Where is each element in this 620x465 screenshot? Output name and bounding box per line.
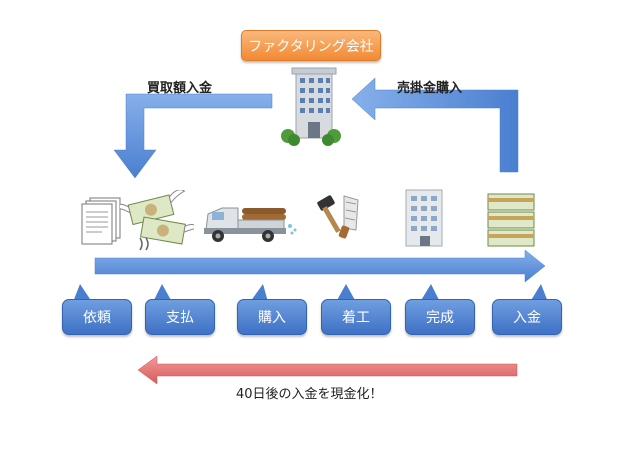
step-deposit-label: 入金: [513, 310, 541, 326]
step-request: 依頼: [62, 299, 132, 335]
office-building-icon: [405, 189, 443, 247]
step-payment: 支払: [145, 299, 215, 335]
cash-arrow: [137, 355, 518, 385]
purchase-payment-label: 買取額入金: [147, 81, 213, 96]
step-payment-label: 支払: [166, 310, 194, 326]
money-stack-icon: [487, 193, 535, 247]
step-tails: [73, 284, 548, 302]
step-request-label: 依頼: [83, 310, 111, 326]
step-completion-label: 完成: [426, 310, 454, 326]
cash-conversion-message: 40日後の入金を現金化！: [236, 387, 383, 402]
payment-arrow: [113, 93, 273, 179]
truck-icon: [204, 207, 297, 242]
flying-money-icon: [120, 190, 194, 251]
purchase-arrow: [351, 77, 519, 173]
step-construction: 着工: [321, 299, 391, 335]
company-building-icon: [281, 67, 341, 146]
factoring-company-label: ファクタリング会社: [248, 38, 374, 55]
step-deposit: 入金: [492, 299, 562, 335]
step-purchase-label: 購入: [258, 310, 286, 326]
step-construction-label: 着工: [342, 310, 370, 326]
documents-icon: [81, 197, 121, 245]
factoring-company-box: ファクタリング会社: [241, 30, 381, 61]
receivable-purchase-label: 売掛金購入: [397, 81, 463, 96]
step-purchase: 購入: [237, 299, 307, 335]
tools-icon: [317, 195, 359, 239]
step-completion: 完成: [405, 299, 475, 335]
timeline-arrow: [94, 249, 546, 283]
